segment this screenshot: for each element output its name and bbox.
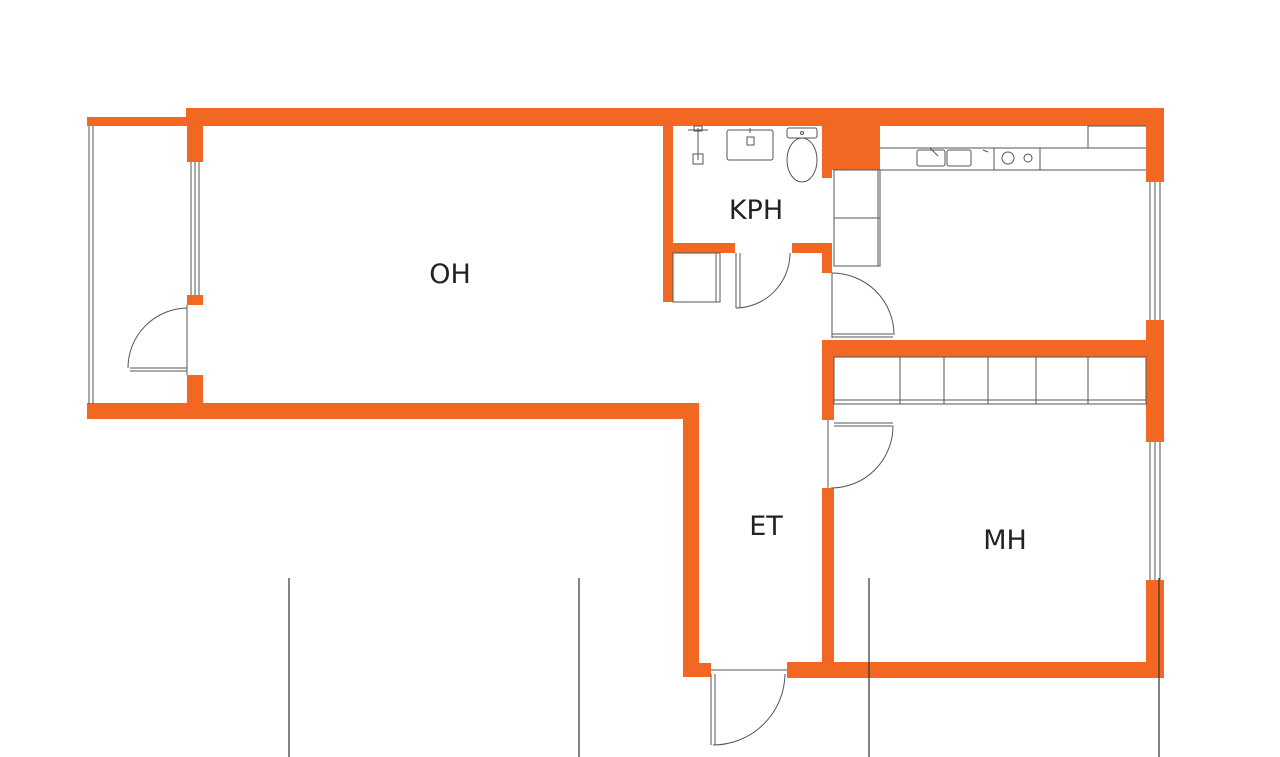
balcony-door: [127, 305, 188, 375]
right-wall-bottom: [1146, 580, 1164, 678]
wall-top: [186, 108, 1164, 126]
right-wall-mid: [1146, 320, 1164, 442]
kitchen-corner-pier: [832, 108, 880, 170]
stove-icon: [993, 148, 1041, 170]
bathroom-door: [735, 252, 791, 309]
sink-icon: [916, 147, 972, 167]
hall-left-wall: [683, 403, 699, 677]
toilet-icon: [786, 127, 818, 183]
balcony-glazing: [88, 126, 94, 404]
living-left-wall-mid: [187, 295, 203, 305]
shower-icon: [688, 125, 708, 165]
kitchen-door: [831, 272, 895, 338]
guide-lines: [288, 578, 1160, 757]
balcony-top-wall: [87, 117, 191, 126]
bottom-wall-right: [787, 662, 1164, 678]
bedroom-door: [827, 420, 894, 489]
room-label-hall: ET: [749, 511, 783, 542]
entrance-door: [710, 669, 787, 746]
living-left-wall-upper: [187, 108, 203, 162]
kitchen-bedroom-wall: [822, 340, 1152, 357]
balcony-bottom-wall: [87, 403, 191, 419]
walls: [87, 108, 1164, 678]
bedroom-wardrobe: [833, 356, 1147, 405]
doors: [127, 252, 895, 746]
bathroom-right-wall: [822, 108, 832, 178]
room-label-bedroom: MH: [983, 525, 1027, 556]
right-wall-top: [1146, 108, 1164, 182]
bedroom-window: [1149, 442, 1161, 580]
bathroom-right-wall-lower: [822, 243, 832, 273]
living-window: [190, 162, 200, 295]
windows: [88, 126, 1161, 580]
living-bottom-wall: [187, 403, 699, 419]
bathroom-fixtures: [688, 125, 818, 183]
bathroom-bottom-wall: [663, 243, 735, 253]
kitchen-window: [1149, 182, 1161, 320]
bathroom-left-wall: [663, 108, 673, 302]
room-labels: OH KPH ET MH: [429, 195, 1027, 556]
room-label-bathroom: KPH: [729, 195, 783, 226]
bottom-wall-left: [683, 663, 711, 677]
bathroom-bottom-wall-right: [792, 243, 832, 253]
kitchen-tall-cabinet: [833, 169, 881, 267]
bedroom-left-wall-upper: [822, 340, 834, 420]
hall-closet: [672, 252, 721, 303]
kitchen-counter: [880, 125, 1146, 171]
bedroom-left-wall-lower: [822, 488, 834, 678]
washbasin-icon: [726, 128, 774, 161]
closets: [672, 169, 1147, 405]
room-label-living: OH: [429, 259, 471, 290]
